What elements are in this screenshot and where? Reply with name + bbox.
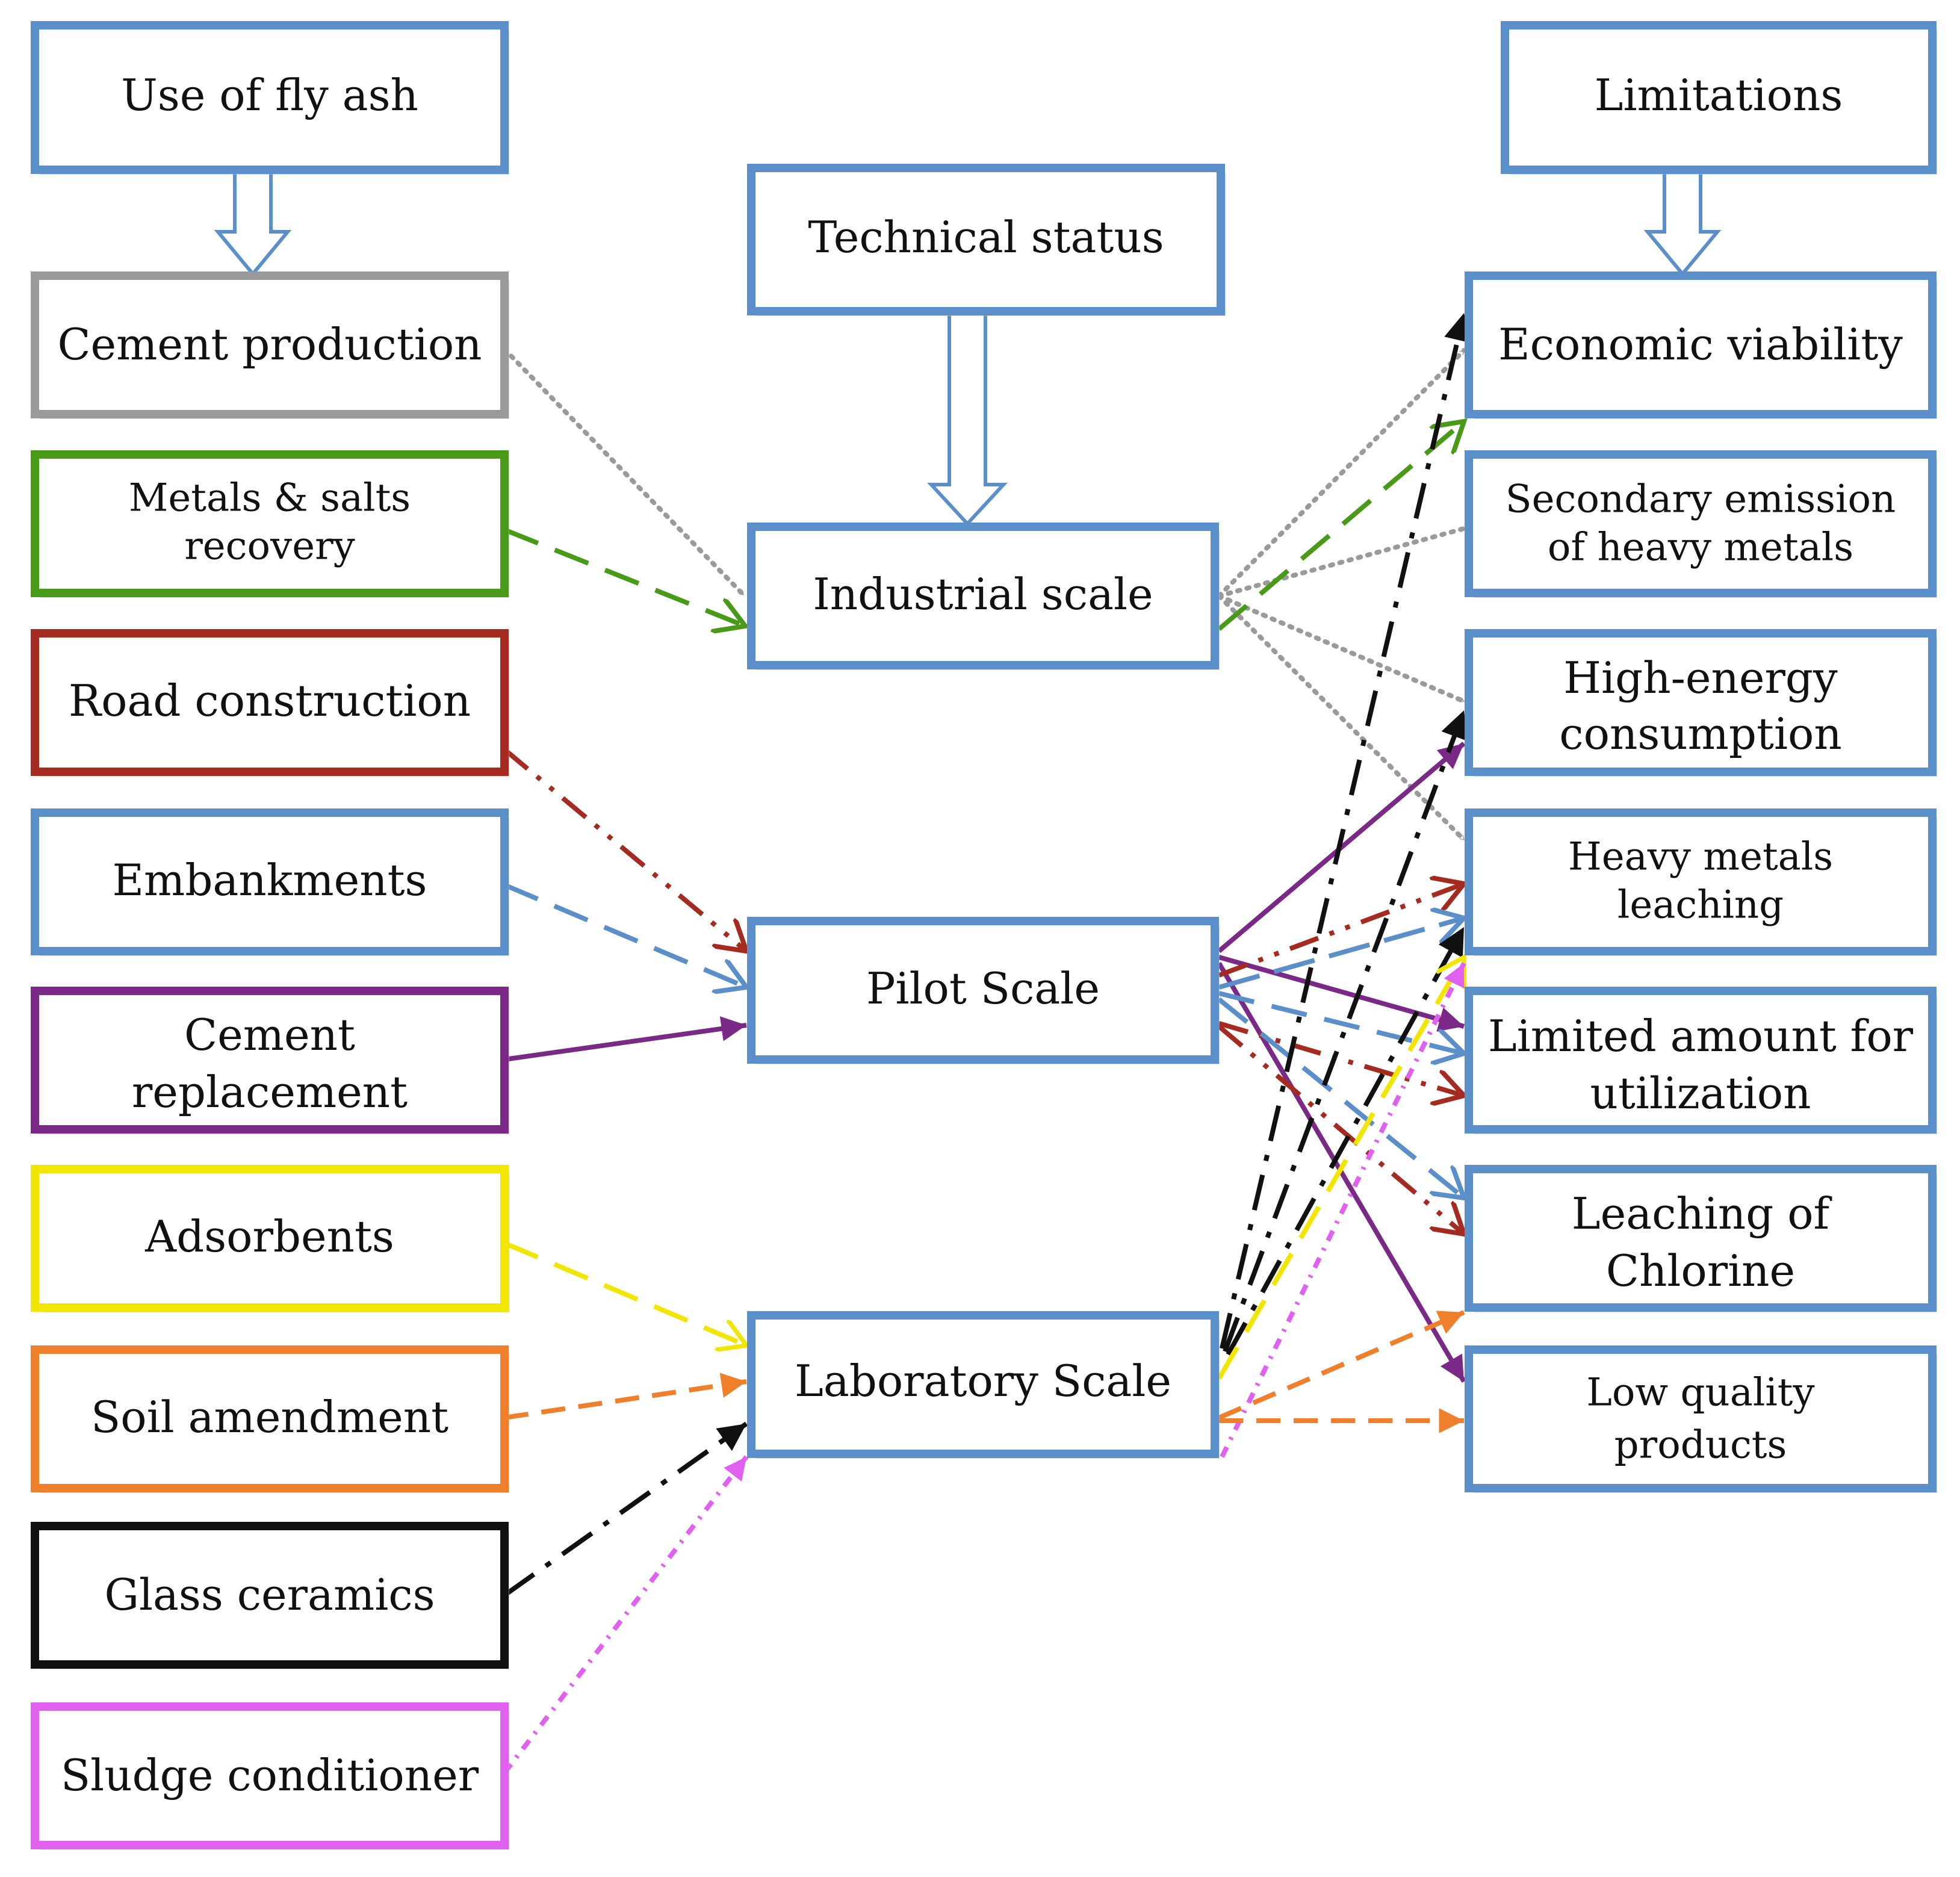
connector-laboratory-economic-black bbox=[1220, 312, 1471, 1349]
use-road-construction-label: Road construction bbox=[69, 675, 471, 726]
use-soil-amendment: Soil amendment bbox=[31, 1345, 509, 1493]
limit-chlorine-label-2: Chlorine bbox=[1606, 1246, 1795, 1296]
limit-low-quality-products: Low quality products bbox=[1465, 1345, 1937, 1493]
connector-industrial-secondary-emission bbox=[1217, 526, 1466, 598]
use-metals-salts-label-2: recovery bbox=[184, 524, 355, 569]
connector-metals-salts-industrial bbox=[503, 527, 745, 626]
limit-secondary-label-1: Secondary emission bbox=[1506, 477, 1896, 522]
limit-chlorine-label-1: Leaching of bbox=[1572, 1188, 1832, 1239]
header-technical-status: Technical status bbox=[747, 164, 1226, 316]
connector-soil-amendment-laboratory bbox=[504, 1373, 747, 1420]
limit-secondary-label-2: of heavy metals bbox=[1548, 526, 1853, 570]
connector-cement-replacement-pilot bbox=[504, 1016, 747, 1062]
connector-laboratory-heavy-metals-yellow bbox=[1217, 957, 1464, 1380]
use-embankments: Embankments bbox=[31, 808, 509, 956]
use-cement-replacement: Cement replacement bbox=[31, 987, 509, 1134]
use-cement-replacement-label-1: Cement bbox=[184, 1010, 355, 1060]
connector-cement-production-industrial bbox=[502, 347, 746, 597]
status-laboratory-scale: Laboratory Scale bbox=[747, 1311, 1220, 1459]
limit-secondary-emission: Secondary emission of heavy metals bbox=[1465, 450, 1937, 598]
connector-adsorbents-laboratory bbox=[503, 1241, 746, 1345]
status-industrial-scale: Industrial scale bbox=[747, 523, 1220, 670]
connector-industrial-heavy-metals bbox=[1217, 594, 1466, 842]
limit-energy-label-1: High-energy bbox=[1563, 653, 1838, 703]
connector-pilot-heavy-metals-red bbox=[1218, 884, 1464, 978]
status-pilot-scale: Pilot Scale bbox=[747, 917, 1220, 1064]
limit-economic-viability: Economic viability bbox=[1465, 271, 1937, 419]
status-industrial-label: Industrial scale bbox=[813, 569, 1153, 619]
connector-road-construction-pilot bbox=[503, 747, 746, 951]
use-cement-production-label: Cement production bbox=[57, 319, 482, 370]
use-cement-production: Cement production bbox=[31, 271, 509, 419]
limit-limited-label-2: utilization bbox=[1590, 1068, 1811, 1118]
limit-leaching-metals-label-1: Heavy metals bbox=[1568, 835, 1833, 880]
connector-pilot-chlorine-red bbox=[1217, 1024, 1464, 1234]
limit-leaching-metals-label-2: leaching bbox=[1617, 883, 1784, 928]
limit-leaching-chlorine: Leaching of Chlorine bbox=[1465, 1165, 1937, 1312]
connector-laboratory-heavy-metals-black bbox=[1226, 926, 1466, 1356]
connector-pilot-limited-amount bbox=[1218, 955, 1465, 1032]
use-sludge-conditioner: Sludge conditioner bbox=[31, 1702, 509, 1850]
connector-industrial-economic-green bbox=[1217, 421, 1464, 631]
connector-embankments-pilot bbox=[503, 883, 746, 987]
use-sludge-conditioner-label: Sludge conditioner bbox=[61, 1750, 479, 1801]
limit-limited-amount: Limited amount for utilization bbox=[1465, 987, 1937, 1134]
limit-heavy-metals-leaching: Heavy metals leaching bbox=[1465, 808, 1937, 956]
use-glass-ceramics-label: Glass ceramics bbox=[104, 1569, 435, 1620]
header-use-of-fly-ash: Use of fly ash bbox=[31, 21, 509, 175]
use-metals-salts-recovery: Metals & salts recovery bbox=[31, 450, 509, 598]
hollow-arrow-uses bbox=[214, 168, 292, 277]
limit-energy-label-2: consumption bbox=[1559, 709, 1841, 759]
limit-low-quality-label-2: products bbox=[1614, 1423, 1787, 1468]
connector-laboratory-chlorine-orange bbox=[1218, 1310, 1465, 1420]
connector-glass-ceramics-laboratory bbox=[503, 1421, 748, 1598]
connector-pilot-heavy-metals-blue bbox=[1218, 918, 1464, 990]
connectors bbox=[502, 312, 1471, 1775]
use-road-construction: Road construction bbox=[31, 629, 509, 777]
connector-laboratory-energy-black bbox=[1223, 709, 1468, 1353]
header-status-label: Technical status bbox=[808, 212, 1164, 262]
connector-sludge-conditioner-laboratory bbox=[502, 1455, 749, 1775]
use-adsorbents-label: Adsorbents bbox=[144, 1211, 394, 1262]
limit-low-quality-label-1: Low quality bbox=[1586, 1371, 1814, 1415]
limit-high-energy: High-energy consumption bbox=[1465, 629, 1937, 777]
header-arrows bbox=[214, 168, 1722, 527]
use-adsorbents: Adsorbents bbox=[31, 1165, 509, 1312]
limit-limited-label-1: Limited amount for bbox=[1488, 1011, 1914, 1061]
status-pilot-label: Pilot Scale bbox=[866, 963, 1100, 1014]
hollow-arrow-status bbox=[927, 311, 1008, 527]
use-glass-ceramics: Glass ceramics bbox=[31, 1522, 509, 1669]
connector-laboratory-heavy-metals-magenta bbox=[1220, 962, 1466, 1458]
connector-industrial-energy bbox=[1217, 594, 1466, 704]
hollow-arrow-limits bbox=[1643, 168, 1722, 277]
header-limitations: Limitations bbox=[1501, 21, 1937, 175]
use-soil-amendment-label: Soil amendment bbox=[91, 1392, 448, 1442]
header-uses-label: Use of fly ash bbox=[121, 70, 418, 120]
limit-economic-label: Economic viability bbox=[1498, 319, 1903, 370]
use-cement-replacement-label-2: replacement bbox=[132, 1067, 408, 1117]
use-metals-salts-label-1: Metals & salts bbox=[129, 476, 411, 521]
use-embankments-label: Embankments bbox=[113, 855, 427, 905]
header-limits-label: Limitations bbox=[1595, 70, 1843, 120]
connector-industrial-economic bbox=[1217, 348, 1466, 598]
connector-pilot-limited-blue bbox=[1218, 991, 1464, 1053]
status-laboratory-label: Laboratory Scale bbox=[795, 1356, 1171, 1406]
